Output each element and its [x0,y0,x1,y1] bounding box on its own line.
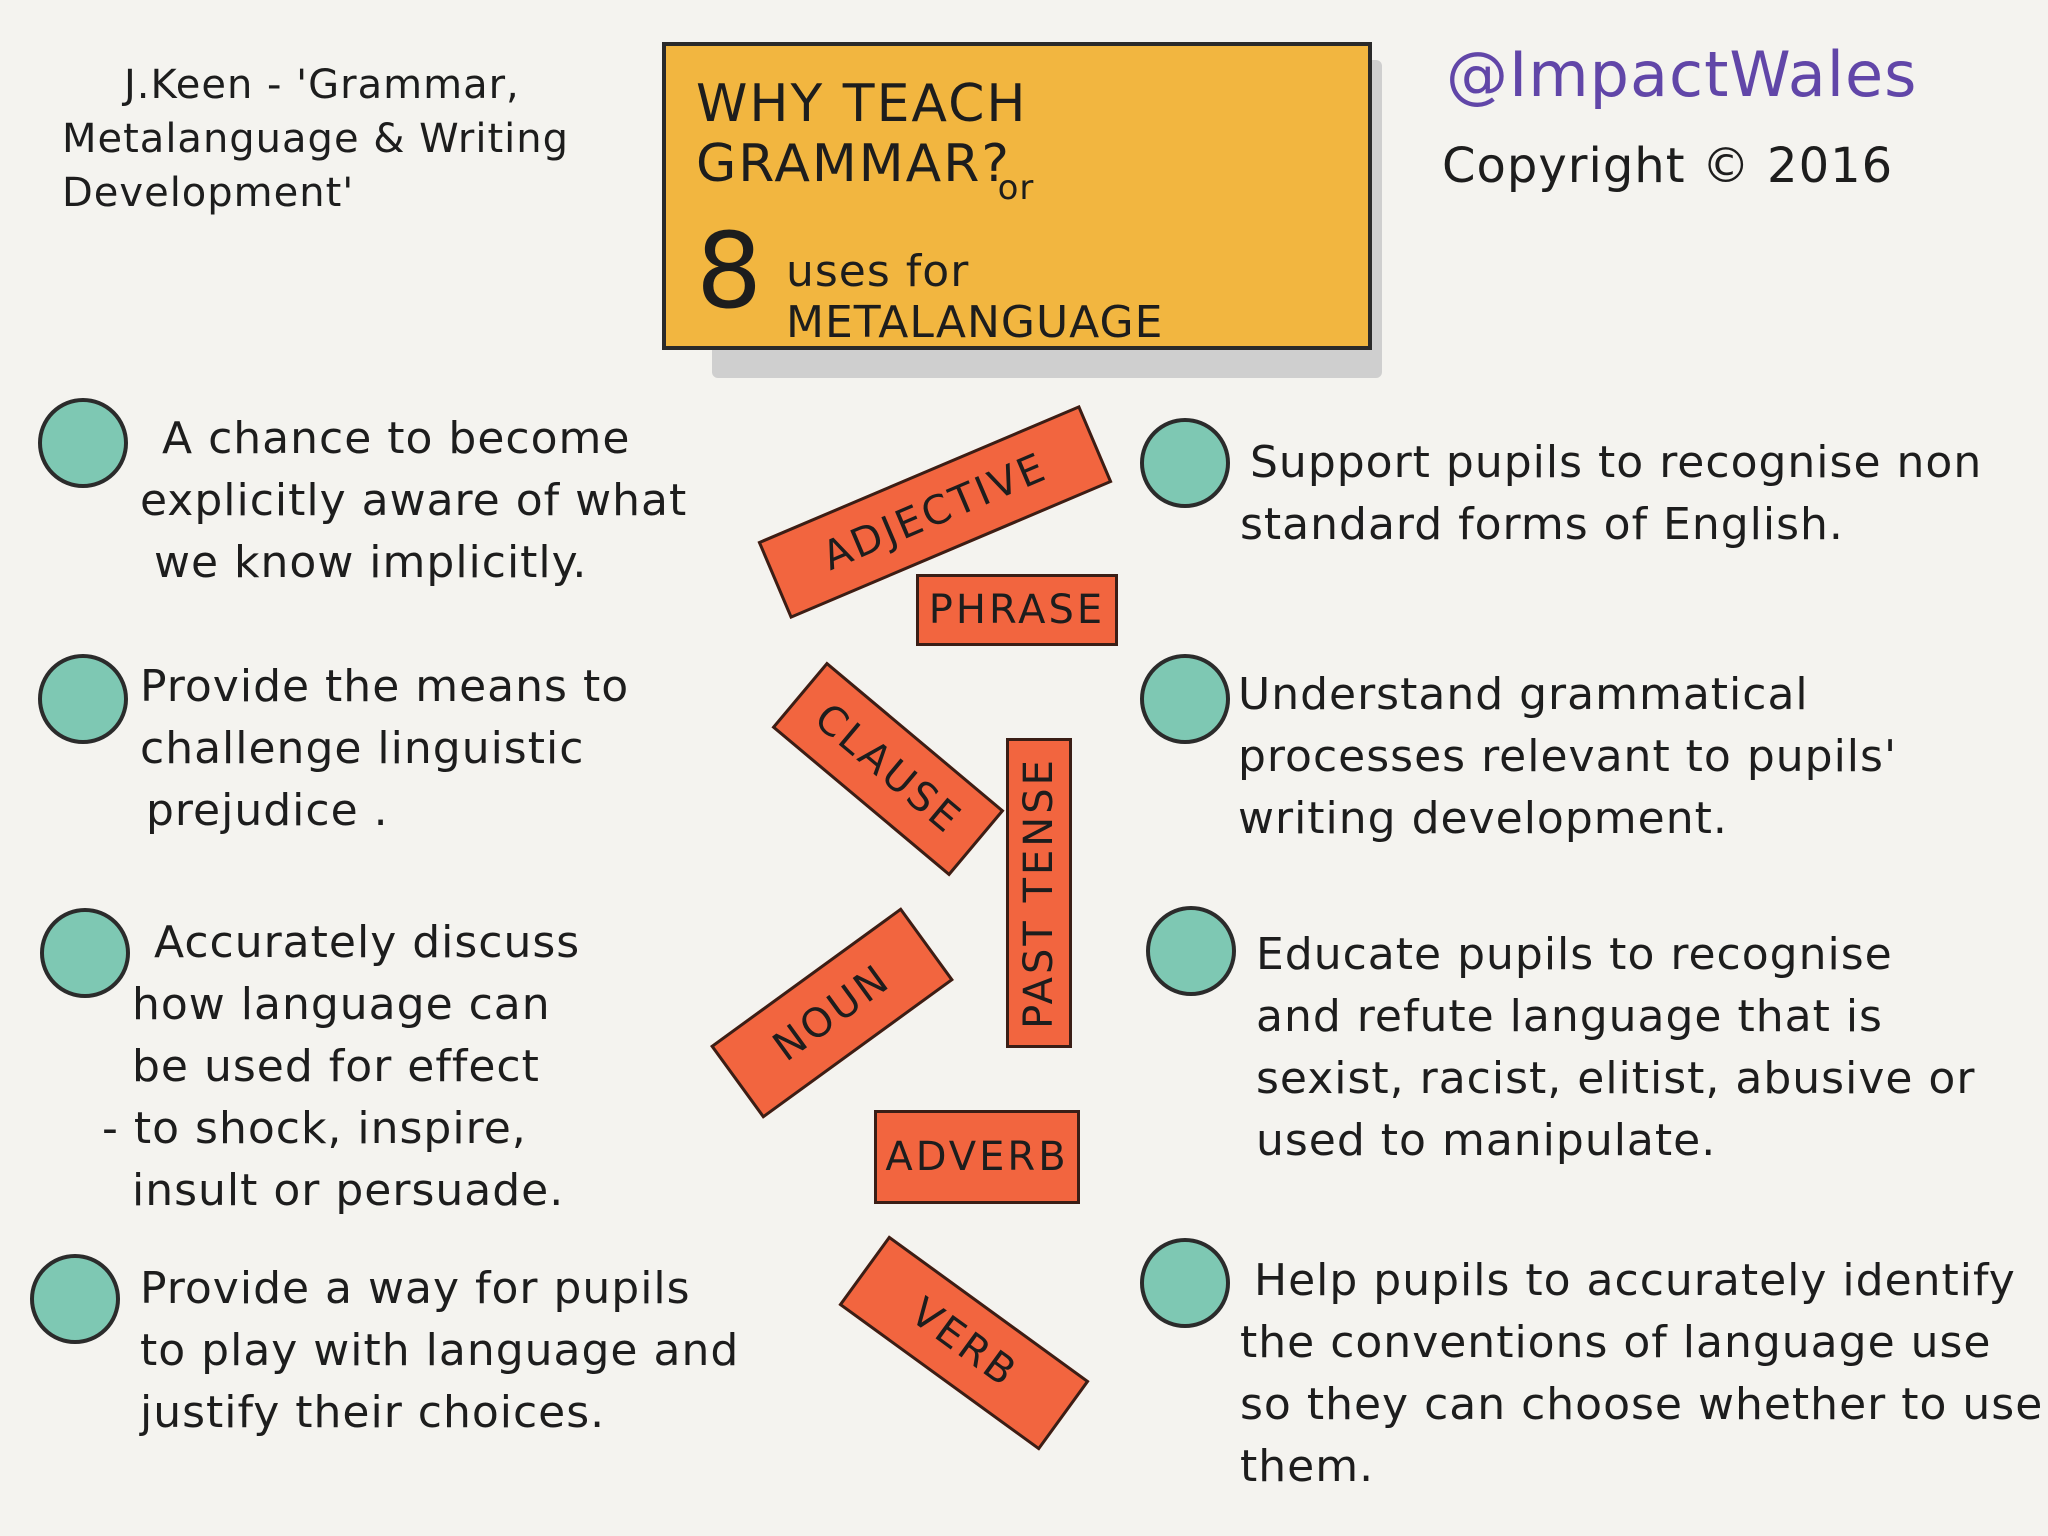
item-line: Educate pupils to recognise [1256,929,1893,980]
title-number: 8 [696,210,764,332]
item-line: so they can choose whether to use [1240,1379,2044,1430]
title-or: or [997,168,1035,208]
item-line: writing development. [1238,793,1728,844]
item-line: we know implicitly. [154,537,588,588]
reference-line-1: J.Keen - 'Grammar, [124,62,520,108]
title-box: WHY TEACH GRAMMAR? or 8 uses for METALAN… [662,42,1372,350]
tag-past-tense: PAST TENSE [1006,738,1072,1048]
item-line: to play with language and [140,1325,740,1376]
tag-clause: CLAUSE [771,661,1005,877]
right-item-4: Help pupils to accurately identify the c… [1240,1250,2043,1498]
bullet-dot [38,398,128,488]
right-item-3: Educate pupils to recognise and refute l… [1256,924,1975,1172]
bullet-dot [40,908,130,998]
item-line: challenge linguistic [140,723,585,774]
item-line: used to manipulate. [1256,1115,1717,1166]
title-line-3: uses for METALANGUAGE [786,246,1164,348]
source-reference: J.Keen - 'Grammar, Metalanguage & Writin… [62,58,622,220]
item-line: Accurately discuss [154,917,581,968]
item-line: A chance to become [162,413,631,464]
bullet-dot [30,1254,120,1344]
bullet-dot [1140,418,1230,508]
item-line: sexist, racist, elitist, abusive or [1256,1053,1976,1104]
reference-line-3: Development' [62,170,355,216]
tag-adverb: ADVERB [874,1110,1080,1204]
item-line: Understand grammatical [1238,669,1809,720]
bullet-dot [1140,654,1230,744]
tag-phrase: PHRASE [916,574,1118,646]
item-line: them. [1240,1441,1375,1492]
left-item-2: Provide the means to challenge linguisti… [140,656,629,842]
item-line: Provide a way for pupils [140,1263,691,1314]
bullet-dot [1146,906,1236,996]
item-line: - to shock, inspire, [102,1103,527,1154]
left-item-4: Provide a way for pupils to play with la… [140,1258,739,1444]
item-line: the conventions of language use [1240,1317,1992,1368]
item-line: Support pupils to recognise non [1250,437,1983,488]
bullet-dot [38,654,128,744]
item-line: justify their choices. [140,1387,606,1438]
left-item-1: A chance to become explicitly aware of w… [140,408,687,594]
item-line: prejudice . [146,785,389,836]
item-line: be used for effect [132,1041,540,1092]
bullet-dot [1140,1238,1230,1328]
item-line: explicitly aware of what [140,475,688,526]
item-line: insult or persuade. [132,1165,565,1216]
title-line-1: WHY TEACH GRAMMAR? [696,74,1028,194]
item-line: Help pupils to accurately identify [1254,1255,2016,1306]
twitter-handle: @ImpactWales [1446,38,1918,111]
item-line: how language can [132,979,551,1030]
right-item-2: Understand grammatical processes relevan… [1238,664,1897,850]
copyright-notice: Copyright © 2016 [1442,138,1894,194]
item-line: processes relevant to pupils' [1238,731,1898,782]
reference-line-2: Metalanguage & Writing [62,116,570,162]
right-item-1: Support pupils to recognise non standard… [1240,432,1982,556]
item-line: Provide the means to [140,661,630,712]
item-line: standard forms of English. [1240,499,1844,550]
tag-verb: VERB [838,1235,1090,1451]
left-item-3: Accurately discuss how language can be u… [102,912,581,1222]
item-line: and refute language that is [1256,991,1883,1042]
tag-noun: NOUN [710,907,954,1119]
